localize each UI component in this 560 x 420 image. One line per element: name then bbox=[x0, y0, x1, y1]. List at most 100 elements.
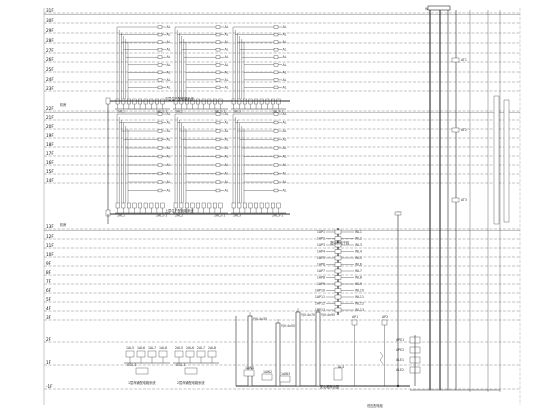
meter-cell bbox=[149, 202, 154, 209]
floor-label-10F: 10F bbox=[46, 252, 54, 257]
box-row-label: AL bbox=[167, 180, 171, 184]
meter-right-tag: WL4 bbox=[355, 250, 362, 254]
breaker-box bbox=[157, 129, 163, 133]
fan-tag: AP2 bbox=[382, 315, 388, 319]
right-box-tag: AT3 bbox=[461, 198, 467, 202]
breaker-box bbox=[215, 70, 221, 74]
meter-tag: 1AP11 bbox=[315, 295, 325, 299]
shop-right-tag: 2AL6 bbox=[186, 346, 194, 350]
meter-tag: 1AP6 bbox=[317, 263, 325, 267]
box-row-label: AL bbox=[283, 189, 287, 193]
meter-cell bbox=[160, 202, 165, 209]
meter-cell bbox=[179, 202, 184, 209]
shop-right-box bbox=[174, 350, 184, 358]
meter-tag: 1AP13 bbox=[315, 308, 325, 312]
breaker-box bbox=[157, 112, 163, 116]
right-box bbox=[451, 127, 460, 133]
shop-right-main-box bbox=[184, 367, 198, 375]
meter-cell bbox=[143, 202, 148, 209]
breaker-box bbox=[215, 112, 221, 116]
breaker-box bbox=[215, 137, 221, 142]
meter-cell bbox=[121, 202, 126, 209]
box-row-label: AL bbox=[167, 70, 171, 74]
box-row-label: AL bbox=[225, 155, 229, 159]
meter-tag: 1AP8 bbox=[317, 276, 325, 280]
box-row-label: AL bbox=[167, 146, 171, 150]
floor-label-15F: 15F bbox=[46, 169, 54, 174]
breaker-box bbox=[273, 85, 279, 90]
meter-cell bbox=[138, 202, 142, 209]
box-group-tag: 1AL3 bbox=[233, 110, 241, 114]
meter-box bbox=[334, 262, 342, 267]
breaker-box bbox=[215, 171, 221, 176]
breaker-box bbox=[157, 70, 163, 74]
meter-cell bbox=[218, 202, 223, 209]
fan-box bbox=[381, 319, 388, 326]
box-row-label: AL bbox=[225, 33, 229, 37]
breaker-box bbox=[157, 120, 163, 125]
box-row-label: AL bbox=[225, 112, 229, 116]
shop-right-tag: 2AL7 bbox=[197, 346, 205, 350]
box-row-label: AL bbox=[283, 78, 287, 82]
floor-labels: 31F30F29F28F27F26F25F24F23F22F21F20F19F1… bbox=[46, 8, 54, 389]
shop-right-box bbox=[185, 350, 195, 358]
floor-label-9F: 9F bbox=[46, 261, 52, 266]
shop-left-tag: 1AL7 bbox=[148, 346, 156, 350]
right-box-tag: AT2 bbox=[461, 128, 467, 132]
box-row-label: AL bbox=[167, 78, 171, 82]
floor-label-2F: 2F bbox=[46, 337, 52, 342]
meter-tag: 1AP1 bbox=[317, 230, 325, 234]
shop-right-box bbox=[207, 350, 217, 358]
lower-section: 配电箱系统图 低压配电柜 1层商铺配电箱系统 2层商铺配电箱系统 XGL-1 X… bbox=[60, 7, 432, 408]
meter-tag: 1AP4 bbox=[317, 250, 325, 254]
breaker-box bbox=[215, 40, 221, 44]
breaker-box bbox=[273, 55, 279, 59]
meter-cell bbox=[196, 202, 200, 209]
shop-left-tag: 1AL5 bbox=[126, 346, 134, 350]
lower-small-box bbox=[279, 375, 291, 383]
breaker-box bbox=[157, 180, 163, 184]
breaker-box bbox=[273, 48, 279, 52]
top-terminal bbox=[427, 5, 451, 11]
mid-bus-label: 中层住户配电箱系统 bbox=[165, 96, 194, 101]
box-row-label: AL bbox=[167, 40, 171, 44]
box-row-label: AL bbox=[283, 146, 287, 150]
box-row-label: AL bbox=[167, 112, 171, 116]
floor-label-21F: 21F bbox=[46, 115, 54, 120]
box-row-label: AL bbox=[283, 70, 287, 74]
box-group-tag: 2AL2 bbox=[175, 214, 183, 218]
zigzag bbox=[379, 351, 384, 365]
box-group-tag2: 2AL3-1 bbox=[272, 214, 283, 218]
meter-cell bbox=[254, 202, 258, 209]
meter-tag: 1AP12 bbox=[315, 302, 325, 306]
shop-left-box bbox=[125, 350, 135, 358]
box-group-tag: 2AL3 bbox=[233, 214, 241, 218]
box-row-label: AL bbox=[225, 172, 229, 176]
box-row-label: AL bbox=[283, 33, 287, 37]
cable-riser-box bbox=[295, 311, 301, 387]
floor-label-26F: 26F bbox=[46, 57, 54, 62]
small-boxes-right-label: 2层商铺配电箱系统 bbox=[177, 380, 205, 385]
breaker-box bbox=[215, 78, 221, 82]
shop-right-box bbox=[196, 350, 206, 358]
box-row-label: AL bbox=[225, 129, 229, 133]
box-group-tag: 1AL1 bbox=[117, 110, 125, 114]
meter-box bbox=[334, 294, 342, 300]
box-row-label: AL bbox=[225, 70, 229, 74]
floor-label-31F: 31F bbox=[46, 8, 54, 13]
breaker-box bbox=[157, 146, 163, 150]
right-box-tag: AT1 bbox=[461, 58, 467, 62]
mid-box bbox=[333, 367, 343, 381]
floor-label-4F: 4F bbox=[46, 306, 52, 311]
meter-right-tag: WL5 bbox=[355, 256, 362, 260]
meter-cell bbox=[190, 202, 195, 209]
box-group-tag2: 2AL1-1 bbox=[156, 214, 167, 218]
box-row-label: AL bbox=[225, 121, 229, 125]
meter-cell bbox=[207, 202, 212, 209]
meter-tag: 1AP3 bbox=[317, 243, 325, 247]
box-row-label: AL bbox=[167, 55, 171, 59]
breaker-box bbox=[215, 48, 221, 52]
breaker-box bbox=[157, 171, 163, 176]
